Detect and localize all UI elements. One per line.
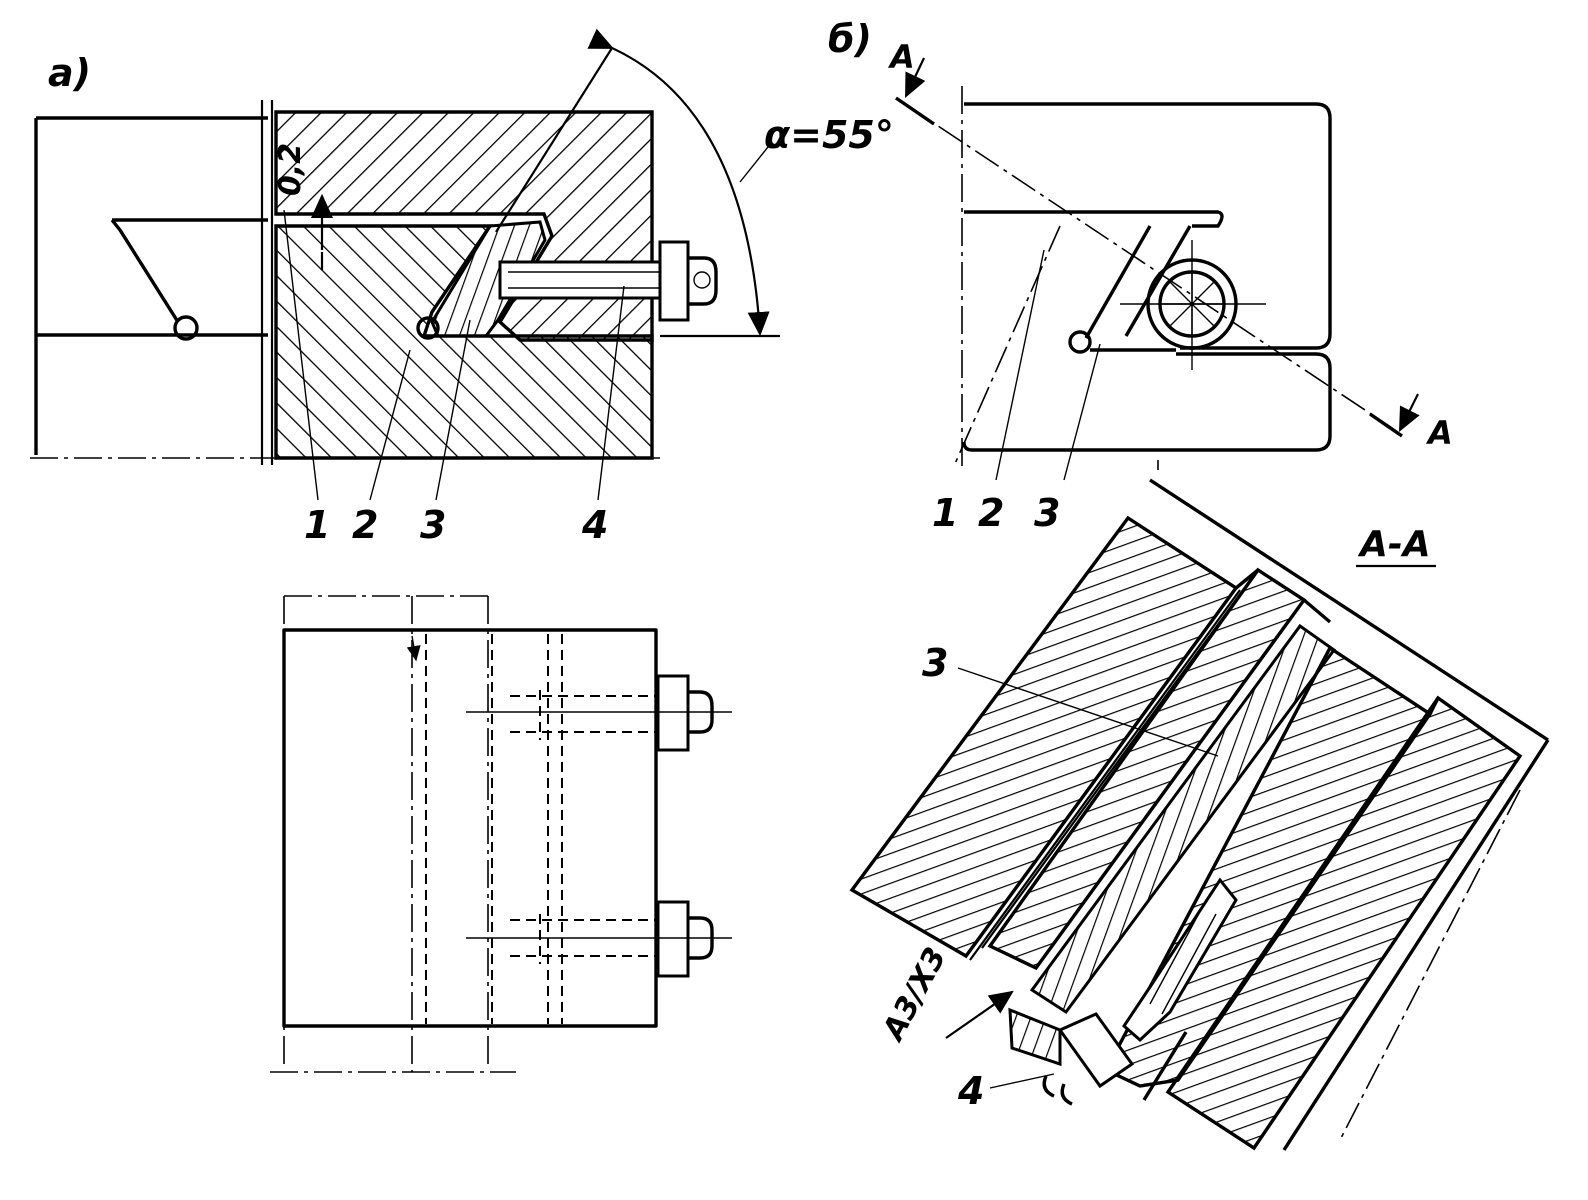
callout-4-section: 4 <box>957 1069 984 1113</box>
section-mark-top: A <box>887 38 915 76</box>
callout-3-section: 3 <box>922 641 948 685</box>
callout-1-b: 1 <box>932 491 958 535</box>
section-mark-bottom: A <box>1425 414 1453 452</box>
view-b-label: б) <box>828 17 872 61</box>
callout-4-a: 4 <box>581 503 608 547</box>
section-title: A-A <box>1357 524 1431 565</box>
view-a-label: a) <box>48 51 91 95</box>
angle-label: α=55° <box>764 113 894 157</box>
callout-2-b: 2 <box>978 491 1004 535</box>
callout-1-a: 1 <box>304 503 330 547</box>
callout-2-a: 2 <box>352 503 378 547</box>
view-b-front-view <box>895 57 1420 481</box>
dimension-gap-label: 0,2 <box>273 143 308 196</box>
callout-3-b: 3 <box>1034 491 1060 535</box>
fit-label: A3/X3 <box>875 942 953 1048</box>
view-a-plan-view <box>270 595 732 1073</box>
callout-3-a: 3 <box>420 503 446 547</box>
view-a-front-section <box>30 28 780 501</box>
section-a-a-view <box>849 478 1550 1151</box>
